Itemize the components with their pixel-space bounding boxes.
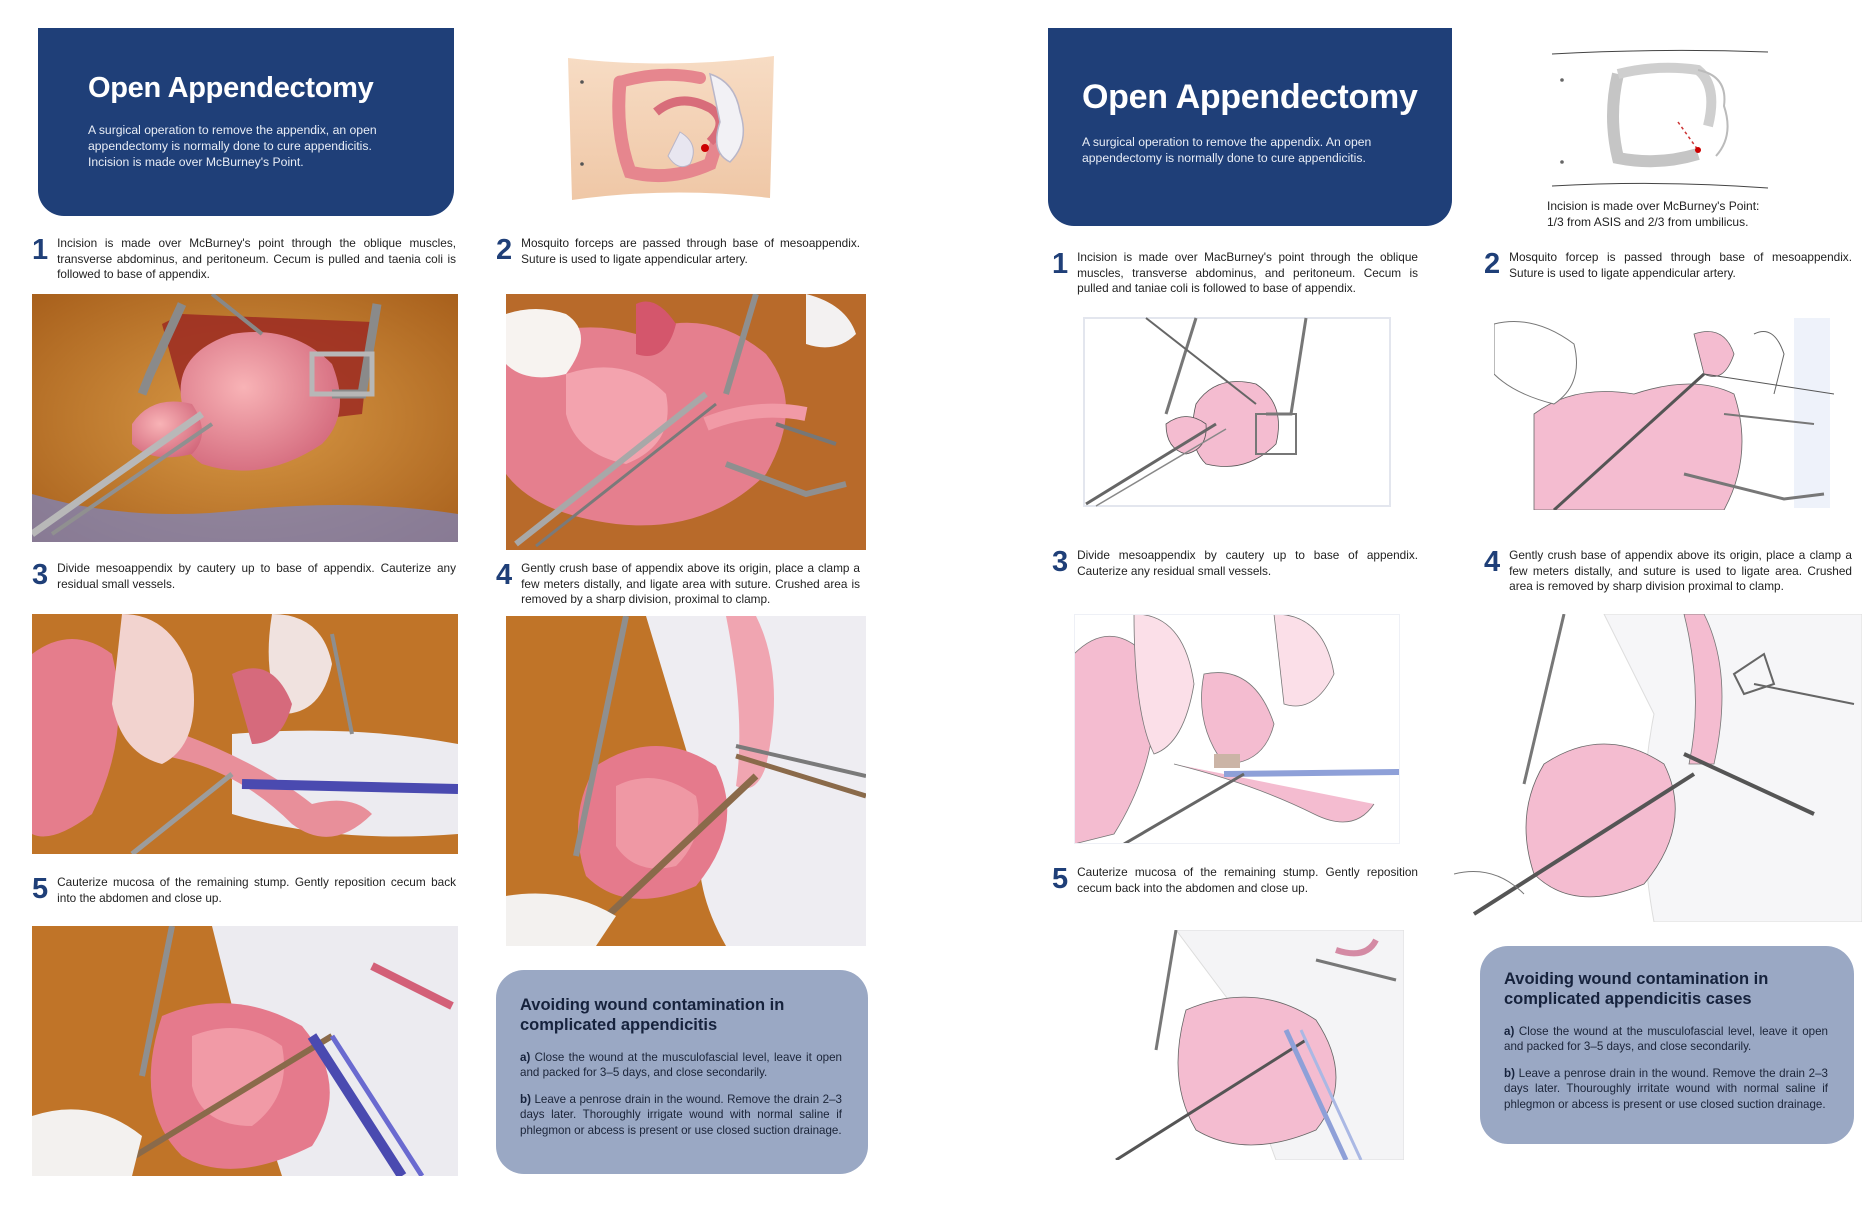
left-note-a-text: Close the wound at the musculofascial le… <box>520 1050 842 1079</box>
step-text: Divide mesoappendix by cautery up to bas… <box>1077 548 1418 578</box>
right-page-title: Open Appendectomy <box>1082 78 1418 116</box>
left-note-a: a) Close the wound at the musculofascial… <box>520 1050 842 1081</box>
step-text: Divide mesoappendix by cautery up to bas… <box>57 561 456 591</box>
right-step-3: 3 Divide mesoappendix by cautery up to b… <box>1052 548 1418 579</box>
right-note-a: a) Close the wound at the musculofascial… <box>1504 1024 1828 1055</box>
step-text: Cauterize mucosa of the remaining stump.… <box>57 875 456 905</box>
right-note-a-label: a) <box>1504 1024 1515 1038</box>
right-step-5-sketch <box>1076 930 1404 1160</box>
left-step-3-illustration <box>32 614 458 854</box>
step-text: Incision is made over MacBurney's point … <box>1077 250 1418 296</box>
step-number: 4 <box>1484 546 1501 578</box>
right-step-5: 5 Cauterize mucosa of the remaining stum… <box>1052 865 1418 896</box>
right-title-box: Open Appendectomy A surgical operation t… <box>1048 28 1452 226</box>
right-step-3-sketch <box>1074 614 1400 844</box>
left-intro-text: A surgical operation to remove the appen… <box>88 123 377 169</box>
step-number: 1 <box>32 234 49 266</box>
step-number: 4 <box>496 559 513 591</box>
right-note-b-label: b) <box>1504 1067 1515 1081</box>
step-text: Cauterize mucosa of the remaining stump.… <box>1077 865 1418 895</box>
left-note-a-label: a) <box>520 1050 531 1064</box>
right-note-box: Avoiding wound contamination in complica… <box>1480 946 1854 1144</box>
left-note-b: b) Leave a penrose drain in the wound. R… <box>520 1092 842 1138</box>
step-text: Mosquito forcep is passed through base o… <box>1509 250 1852 280</box>
left-note-box: Avoiding wound contamination in complica… <box>496 970 868 1174</box>
left-title-box: Open Appendectomy A surgical operation t… <box>38 28 454 216</box>
caption-line-2: 1/3 from ASIS and 2/3 from umbilicus. <box>1547 215 1749 230</box>
right-step-1-sketch <box>1076 314 1398 510</box>
left-note-b-text: Leave a penrose drain in the wound. Remo… <box>520 1093 842 1137</box>
left-page-title: Open Appendectomy <box>88 72 374 104</box>
step-number: 3 <box>1052 546 1069 578</box>
step-number: 1 <box>1052 248 1069 280</box>
left-abdomen-illustration <box>560 52 782 202</box>
left-step-4: 4 Gently crush base of appendix above it… <box>496 561 860 608</box>
right-intro-text: A surgical operation to remove the appen… <box>1082 135 1372 165</box>
right-note-b: b) Leave a penrose drain in the wound. R… <box>1504 1066 1828 1112</box>
right-note-title: Avoiding wound contamination in complica… <box>1504 970 1769 1008</box>
left-step-2-illustration <box>506 294 866 550</box>
step-text: Mosquito forceps are passed through base… <box>521 236 860 266</box>
step-number: 2 <box>496 234 513 266</box>
step-text: Gently crush base of appendix above its … <box>521 561 860 607</box>
step-number: 5 <box>32 873 49 905</box>
right-step-4: 4 Gently crush base of appendix above it… <box>1484 548 1852 595</box>
left-step-2: 2 Mosquito forceps are passed through ba… <box>496 236 860 267</box>
right-note-b-text: Leave a penrose drain in the wound. Remo… <box>1504 1067 1828 1111</box>
right-step-4-sketch <box>1454 614 1862 922</box>
left-note-title: Avoiding wound contamination in complica… <box>520 996 785 1034</box>
right-mcburney-caption: Incision is made over McBurney's Point: … <box>1547 198 1807 230</box>
left-step-5: 5 Cauterize mucosa of the remaining stum… <box>32 875 456 906</box>
step-number: 3 <box>32 559 49 591</box>
right-note-a-text: Close the wound at the musculofascial le… <box>1504 1024 1828 1053</box>
step-text: Incision is made over McBurney's point t… <box>57 236 456 282</box>
left-step-4-illustration <box>506 616 866 946</box>
step-number: 5 <box>1052 863 1069 895</box>
left-step-5-illustration <box>32 926 458 1176</box>
left-step-1: 1 Incision is made over McBurney's point… <box>32 236 456 283</box>
caption-line-1: Incision is made over McBurney's Point: <box>1547 199 1760 213</box>
step-text: Gently crush base of appendix above its … <box>1509 548 1852 594</box>
step-number: 2 <box>1484 248 1501 280</box>
left-step-3: 3 Divide mesoappendix by cautery up to b… <box>32 561 456 592</box>
right-step-1: 1 Incision is made over MacBurney's poin… <box>1052 250 1418 297</box>
left-step-1-illustration <box>32 294 458 542</box>
right-step-2-sketch <box>1494 314 1834 510</box>
left-note-b-label: b) <box>520 1093 531 1107</box>
right-step-2: 2 Mosquito forcep is passed through base… <box>1484 250 1852 281</box>
right-abdomen-sketch <box>1548 46 1772 194</box>
